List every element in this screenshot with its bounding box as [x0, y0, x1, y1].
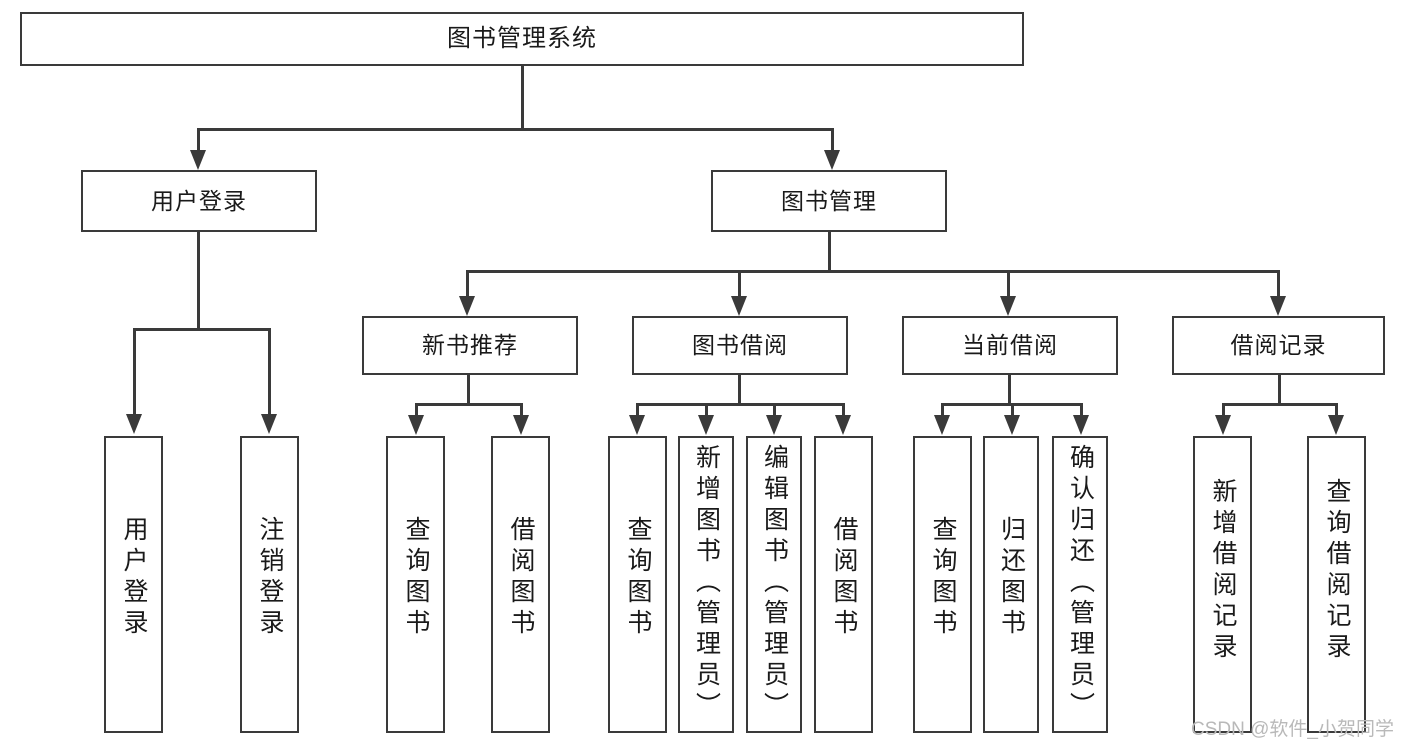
arrow-bm-to-borrow-record — [1270, 296, 1286, 316]
connector-book-manage-stem — [828, 232, 831, 272]
connector-nbr-stem — [467, 375, 470, 405]
connector-cb-to-leaf3 — [1080, 403, 1083, 417]
node-leaf-query-book-2-label: 查询图书 — [624, 516, 652, 640]
csdn-watermark: CSDN @软件_小贺同学 — [1191, 719, 1394, 740]
node-leaf-confirm-return-label: 确认归还（管理员） — [1066, 444, 1095, 723]
node-book-borrow[interactable]: 图书借阅 — [632, 316, 848, 375]
connector-nbr-bus — [415, 403, 523, 406]
node-root-label: 图书管理系统 — [447, 25, 597, 53]
connector-bm-to-book-borrow — [738, 270, 741, 298]
connector-bm-to-current-borrow — [1007, 270, 1010, 298]
connector-br-bus — [1222, 403, 1338, 406]
arrow-user-login-to-leaf2 — [261, 414, 277, 434]
arrow-bb-to-leaf4 — [835, 415, 851, 435]
connector-nbr-to-leaf2 — [520, 403, 523, 417]
node-current-borrow-label: 当前借阅 — [962, 332, 1058, 359]
arrow-nbr-to-leaf2 — [513, 415, 529, 435]
connector-bb-bus — [636, 403, 844, 406]
connector-root-bus — [197, 128, 834, 131]
node-leaf-add-book[interactable]: 新增图书（管理员） — [678, 436, 734, 733]
node-leaf-add-book-label: 新增图书（管理员） — [692, 444, 721, 723]
node-leaf-borrow-book-2-label: 借阅图书 — [830, 516, 858, 640]
node-borrow-record[interactable]: 借阅记录 — [1172, 316, 1385, 375]
node-leaf-add-record-label: 新增借阅记录 — [1209, 478, 1237, 664]
node-leaf-return-book[interactable]: 归还图书 — [983, 436, 1039, 733]
node-leaf-query-record-label: 查询借阅记录 — [1323, 478, 1351, 664]
connector-bb-to-leaf3 — [773, 403, 776, 417]
arrow-bm-to-new-book-rec — [459, 296, 475, 316]
connector-root-stem — [521, 65, 524, 130]
connector-bb-stem — [738, 375, 741, 405]
connector-br-to-leaf1 — [1222, 403, 1225, 417]
node-borrow-record-label: 借阅记录 — [1230, 332, 1327, 359]
arrow-cb-to-leaf3 — [1073, 415, 1089, 435]
arrow-br-to-leaf1 — [1215, 415, 1231, 435]
node-leaf-logout-label: 注销登录 — [256, 516, 284, 640]
node-book-manage-label: 图书管理 — [781, 187, 877, 214]
node-book-manage[interactable]: 图书管理 — [711, 170, 947, 232]
connector-user-login-to-leaf2 — [268, 328, 271, 416]
node-user-login[interactable]: 用户登录 — [81, 170, 317, 232]
connector-br-stem — [1278, 375, 1281, 405]
node-leaf-query-book-3[interactable]: 查询图书 — [913, 436, 972, 733]
connector-root-to-book-manage — [831, 128, 834, 152]
node-leaf-query-book-1[interactable]: 查询图书 — [386, 436, 445, 733]
arrow-bb-to-leaf3 — [766, 415, 782, 435]
node-user-login-label: 用户登录 — [151, 187, 247, 214]
connector-br-to-leaf2 — [1335, 403, 1338, 417]
node-leaf-query-book-2[interactable]: 查询图书 — [608, 436, 667, 733]
connector-cb-to-leaf1 — [941, 403, 944, 417]
connector-cb-stem — [1008, 375, 1011, 405]
arrow-cb-to-leaf2 — [1004, 415, 1020, 435]
node-leaf-confirm-return[interactable]: 确认归还（管理员） — [1052, 436, 1108, 733]
node-new-book-rec[interactable]: 新书推荐 — [362, 316, 578, 375]
arrow-bm-to-book-borrow — [731, 296, 747, 316]
connector-cb-to-leaf2 — [1011, 403, 1014, 417]
connector-user-login-stem — [197, 232, 200, 330]
arrow-bb-to-leaf1 — [629, 415, 645, 435]
connector-bb-to-leaf4 — [842, 403, 845, 417]
node-leaf-user-login[interactable]: 用户登录 — [104, 436, 163, 733]
connector-bm-to-borrow-record — [1277, 270, 1280, 298]
node-root[interactable]: 图书管理系统 — [20, 12, 1024, 66]
arrow-br-to-leaf2 — [1328, 415, 1344, 435]
node-leaf-edit-book[interactable]: 编辑图书（管理员） — [746, 436, 802, 733]
node-leaf-borrow-book-1[interactable]: 借阅图书 — [491, 436, 550, 733]
connector-user-login-to-leaf1 — [133, 328, 136, 416]
arrow-cb-to-leaf1 — [934, 415, 950, 435]
connector-root-to-user-login — [197, 128, 200, 152]
node-leaf-borrow-book-2[interactable]: 借阅图书 — [814, 436, 873, 733]
arrow-nbr-to-leaf1 — [408, 415, 424, 435]
connector-bb-to-leaf2 — [705, 403, 708, 417]
connector-nbr-to-leaf1 — [415, 403, 418, 417]
node-leaf-user-login-label: 用户登录 — [120, 516, 148, 640]
node-book-borrow-label: 图书借阅 — [692, 332, 788, 359]
connector-user-login-bus — [133, 328, 271, 331]
arrow-bb-to-leaf2 — [698, 415, 714, 435]
node-leaf-logout[interactable]: 注销登录 — [240, 436, 299, 733]
node-leaf-borrow-book-1-label: 借阅图书 — [507, 516, 535, 640]
arrow-user-login-to-leaf1 — [126, 414, 142, 434]
node-leaf-add-record[interactable]: 新增借阅记录 — [1193, 436, 1252, 733]
node-new-book-rec-label: 新书推荐 — [422, 332, 518, 359]
node-leaf-return-book-label: 归还图书 — [997, 516, 1026, 640]
connector-bb-to-leaf1 — [636, 403, 639, 417]
arrow-bm-to-current-borrow — [1000, 296, 1016, 316]
node-leaf-query-book-3-label: 查询图书 — [929, 516, 957, 640]
arrow-root-to-book-manage — [824, 150, 840, 170]
node-leaf-query-book-1-label: 查询图书 — [402, 516, 430, 640]
connector-bm-to-new-book-rec — [466, 270, 469, 298]
connector-book-manage-bus — [466, 270, 1280, 273]
node-leaf-query-record[interactable]: 查询借阅记录 — [1307, 436, 1366, 733]
arrow-root-to-user-login — [190, 150, 206, 170]
node-leaf-edit-book-label: 编辑图书（管理员） — [760, 444, 789, 723]
node-current-borrow[interactable]: 当前借阅 — [902, 316, 1118, 375]
